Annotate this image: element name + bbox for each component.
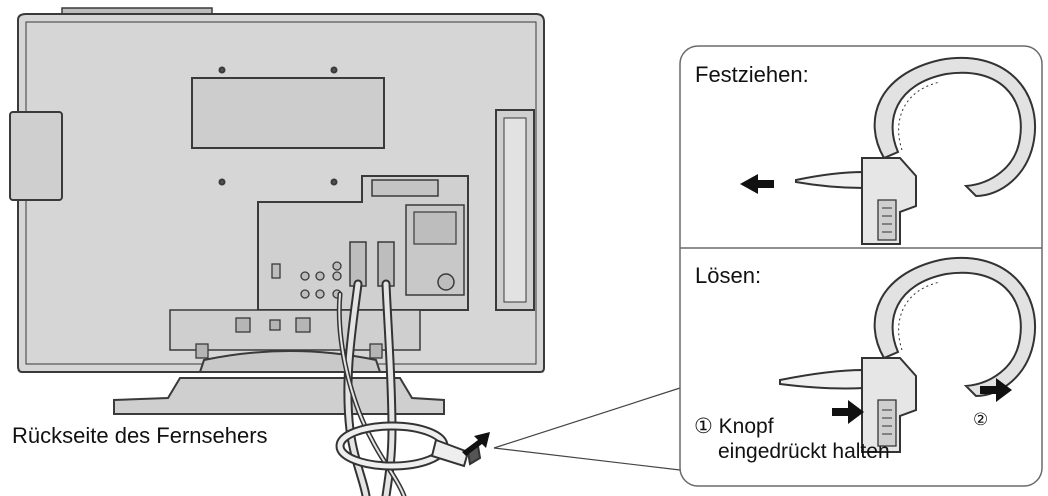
callout-lines	[493, 387, 681, 471]
step2-label: ②	[973, 410, 989, 429]
release-label: Lösen:	[695, 263, 762, 288]
tie-tighten-illustration	[795, 57, 1037, 245]
pull-arrow-bundle	[462, 432, 490, 456]
detail-panel	[679, 45, 1043, 487]
tv-back-illustration	[9, 7, 545, 415]
press-button-arrow	[832, 400, 864, 424]
pull-out-arrow	[980, 378, 1012, 402]
tighten-arrow	[740, 174, 774, 194]
step1-label-line2: eingedrückt halten	[718, 440, 890, 463]
cable-tie-bundle	[335, 421, 482, 471]
tie-release-illustration	[779, 257, 1037, 453]
back-of-tv-label: Rückseite des Fernsehers	[12, 423, 268, 448]
tighten-label: Festziehen:	[695, 62, 809, 87]
step1-label-line1: ① Knopf	[694, 415, 774, 438]
